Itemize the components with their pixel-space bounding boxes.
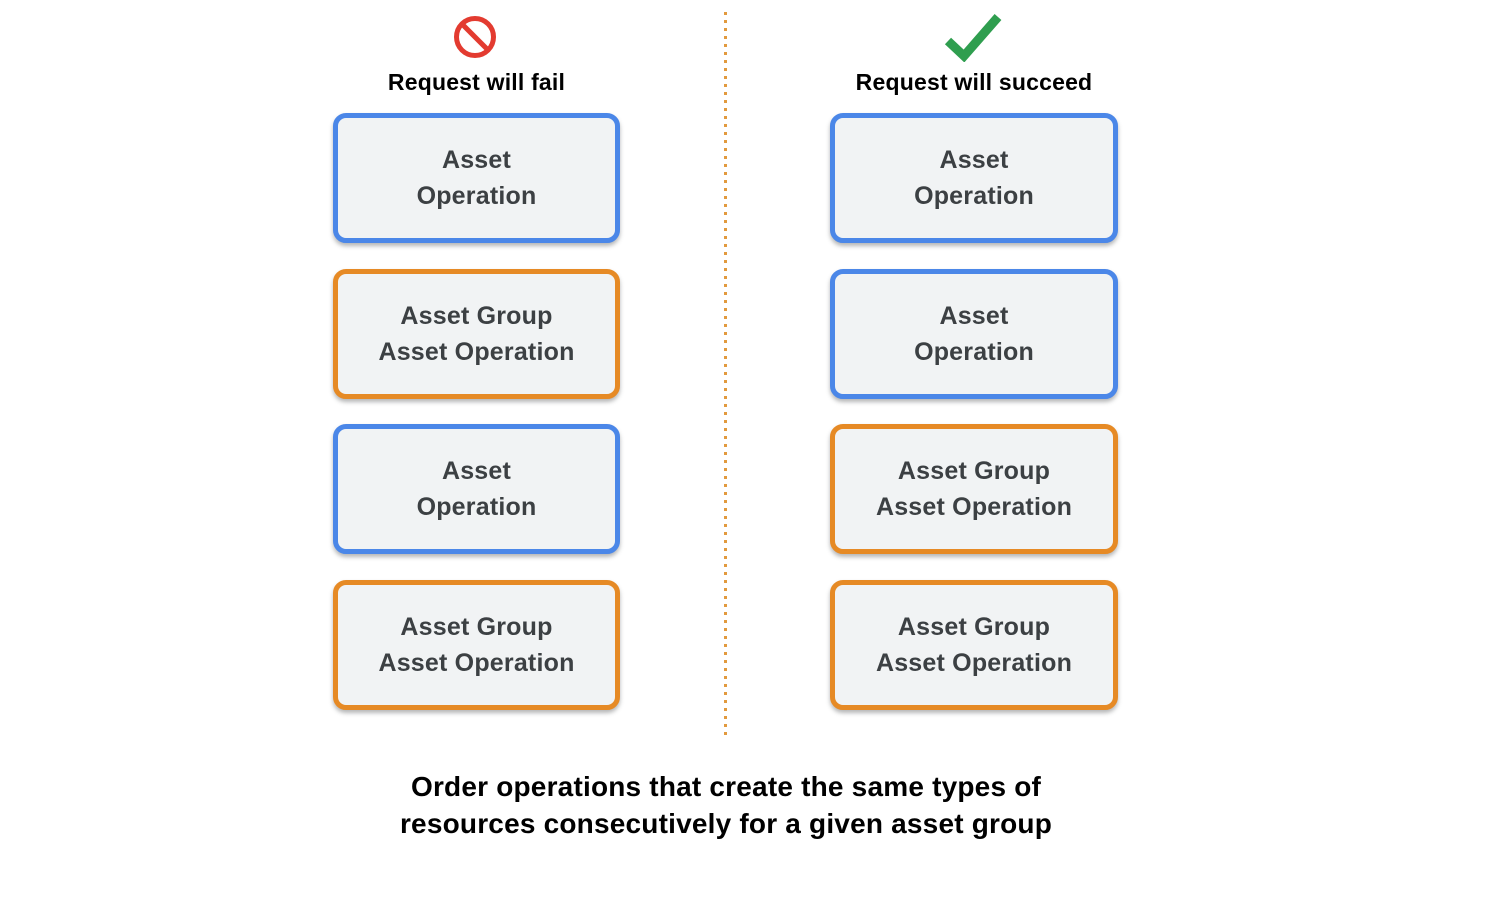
success-box-asset-group-asset-operation-1: Asset Group Asset Operation bbox=[830, 424, 1118, 554]
caption-line-1: Order operations that create the same ty… bbox=[410, 771, 1042, 802]
box-label-line: Asset bbox=[441, 146, 512, 174]
box-label-line: Asset bbox=[441, 457, 512, 485]
fail-box-asset-group-asset-operation-2: Asset Group Asset Operation bbox=[333, 580, 620, 710]
caption-line-2: resources consecutively for a given asse… bbox=[399, 808, 1053, 839]
fail-box-asset-operation-2: Asset Operation bbox=[333, 424, 620, 554]
box-label-line: Asset Group bbox=[400, 302, 553, 330]
box-label-line: Operation bbox=[416, 182, 537, 210]
box-label-line: Asset Group bbox=[897, 613, 1051, 641]
box-label-line: Asset Operation bbox=[875, 493, 1073, 521]
box-label-line: Operation bbox=[914, 338, 1034, 366]
box-label-line: Asset Group bbox=[897, 457, 1051, 485]
box-label-line: Asset bbox=[939, 146, 1009, 174]
box-label-line: Asset Operation bbox=[378, 338, 575, 366]
success-box-asset-group-asset-operation-2: Asset Group Asset Operation bbox=[830, 580, 1118, 710]
caption: Order operations that create the same ty… bbox=[0, 768, 1452, 842]
box-label-line: Operation bbox=[914, 182, 1034, 210]
fail-box-asset-group-asset-operation-1: Asset Group Asset Operation bbox=[333, 269, 620, 399]
success-box-asset-operation-1: Asset Operation bbox=[830, 113, 1118, 243]
checkmark-icon bbox=[941, 12, 1005, 62]
success-column-title: Request will succeed bbox=[855, 69, 1093, 95]
fail-column-title: Request will fail bbox=[387, 69, 566, 95]
success-box-asset-operation-2: Asset Operation bbox=[830, 269, 1118, 399]
box-label-line: Operation bbox=[416, 493, 537, 521]
box-label-line: Asset Operation bbox=[875, 649, 1073, 677]
column-divider bbox=[724, 12, 727, 740]
box-label-line: Asset Group bbox=[400, 613, 553, 641]
prohibition-icon bbox=[452, 14, 498, 60]
box-label-line: Asset Operation bbox=[378, 649, 575, 677]
box-label-line: Asset bbox=[939, 302, 1009, 330]
fail-box-asset-operation-1: Asset Operation bbox=[333, 113, 620, 243]
